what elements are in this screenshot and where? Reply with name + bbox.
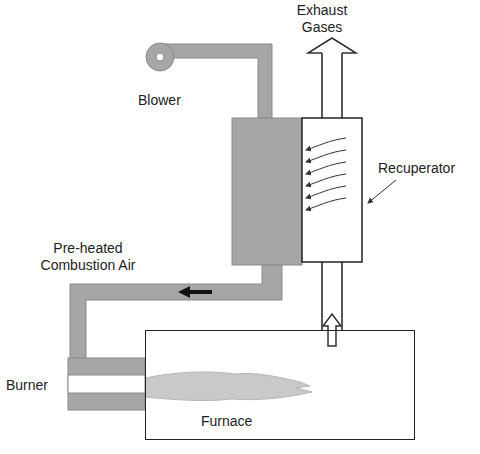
- part-label: Recuperator: [378, 160, 476, 177]
- heat-arrows: [306, 138, 346, 210]
- burner-body: [68, 358, 145, 410]
- air-chamber: [232, 118, 302, 265]
- air-flow-arrow: [178, 286, 212, 298]
- recuperator-shell: [302, 118, 362, 262]
- burner-tube: [68, 375, 145, 393]
- furnace-ground: [145, 330, 415, 440]
- part-label: Burner: [6, 377, 64, 394]
- part-label: Exhaust Gases: [292, 2, 352, 36]
- flue-upper: [322, 52, 342, 118]
- exhaust-arrow: [308, 38, 356, 53]
- part-label: Pre-heated Combustion Air: [32, 240, 144, 274]
- flame: [145, 372, 312, 401]
- air-duct: [70, 265, 282, 360]
- leader-line: [368, 180, 396, 203]
- node-label: Furnace: [201, 413, 252, 430]
- blower-hub: [156, 53, 164, 61]
- blower-symbol: [146, 43, 174, 71]
- furnace-box: Furnace: [145, 330, 415, 440]
- part-label: Blower: [138, 92, 198, 109]
